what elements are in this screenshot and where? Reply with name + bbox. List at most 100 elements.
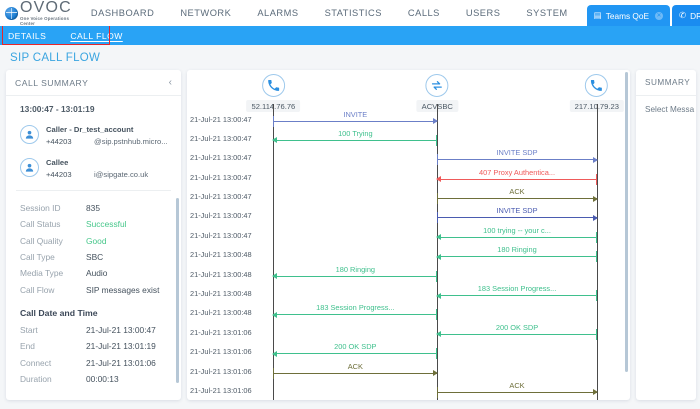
transfer-icon xyxy=(425,74,449,97)
message-summary-placeholder: Select Messa xyxy=(645,105,695,114)
ovoc-logo[interactable]: OVOC One Voice Operations Center xyxy=(0,0,72,26)
arrow-line xyxy=(273,275,438,277)
call-flow-scrollbar[interactable] xyxy=(624,72,628,372)
message-arrow[interactable]: ACK xyxy=(273,362,439,379)
lifeline-0 xyxy=(273,104,275,400)
message-arrow[interactable]: 183 Session Progress... xyxy=(272,303,438,321)
arrow-line xyxy=(273,139,438,141)
context-tab-dr-test-account[interactable]: ✆ DR_Test_Accou... ✕ xyxy=(672,5,700,26)
call-time-range: 13:00:47 - 13:01:19 xyxy=(20,104,95,114)
call-summary-scrollbar[interactable] xyxy=(175,198,179,383)
message-label: ACK xyxy=(509,380,525,390)
arrow-tick xyxy=(595,173,597,185)
context-tab-label: DR_Test_Accou... xyxy=(690,10,700,21)
arrow-line xyxy=(437,198,597,200)
message-row[interactable]: 21-Jul-21 13:00:48 183 Session Progress..… xyxy=(187,302,630,321)
message-arrow[interactable]: INVITE xyxy=(273,110,439,127)
arrow-head-icon xyxy=(592,389,598,396)
caller-row: Caller - Dr_test_account +44203 @sip.pst… xyxy=(6,120,181,153)
detail-key: Session ID xyxy=(20,203,61,214)
message-summary-header: SUMMARY xyxy=(636,70,696,96)
arrow-head-icon xyxy=(436,234,442,241)
arrow-line xyxy=(437,333,597,335)
top-navigation-bar: OVOC One Voice Operations Center DASHBOA… xyxy=(0,0,700,26)
detail-key: Media Type xyxy=(20,268,64,279)
avatar xyxy=(20,125,39,145)
message-arrow[interactable]: 407 Proxy Authentica... xyxy=(436,168,597,185)
message-arrow[interactable]: ACK xyxy=(437,187,598,205)
message-label: 180 Ringing xyxy=(335,264,376,274)
context-tab-teams-qoe[interactable]: ▤ Teams QoE ✕ xyxy=(586,5,671,26)
message-arrow[interactable]: 100 trying -- your c... xyxy=(436,226,597,243)
call-summary-panel: CALL SUMMARY ‹ 13:00:47 - 13:01:19 Calle… xyxy=(6,70,181,400)
arrow-head-icon xyxy=(436,253,442,260)
globe-icon xyxy=(5,6,18,20)
close-icon[interactable]: ✕ xyxy=(655,11,664,20)
message-row[interactable]: 21-Jul-21 13:01:06 200 OK SDP xyxy=(187,321,630,340)
nav-item-users[interactable]: USERS xyxy=(465,8,501,18)
datetime-row-start: Start 21-Jul-21 13:00:47 xyxy=(20,322,181,338)
arrow-tick xyxy=(595,328,597,340)
caller-uri: @sip.pstnhub.micro... xyxy=(94,136,168,146)
callee-uri: i@sipgate.co.uk xyxy=(94,169,149,179)
message-label: INVITE xyxy=(343,109,368,119)
grid-icon: ▤ xyxy=(593,10,602,21)
quality-badge: Good xyxy=(86,235,107,246)
message-label: ACK xyxy=(509,187,525,197)
message-arrow[interactable]: ACK xyxy=(437,381,598,398)
nav-item-statistics[interactable]: STATISTICS xyxy=(324,8,382,18)
message-row[interactable]: 21-Jul-21 13:01:07INVITE xyxy=(187,399,630,400)
nav-item-alarms[interactable]: ALARMS xyxy=(257,8,299,18)
message-arrow[interactable]: 183 Session Progress... xyxy=(436,284,597,302)
message-arrow[interactable]: 200 OK SDP xyxy=(436,323,597,340)
message-arrow[interactable]: 200 OK SDP xyxy=(272,342,438,360)
detail-key: Call Type xyxy=(20,252,55,263)
detail-row-call-quality: Call Quality Good xyxy=(20,233,181,249)
avatar xyxy=(20,158,39,178)
message-timestamp: 21-Jul-21 13:01:06 xyxy=(190,366,252,376)
caller-name: Caller - Dr_test_account xyxy=(46,125,134,134)
subnav-item-details[interactable]: DETAILS xyxy=(8,30,47,41)
nav-item-system[interactable]: SYSTEM xyxy=(526,8,568,18)
message-row[interactable]: 21-Jul-21 13:00:47 INVITE SDP xyxy=(187,205,630,224)
arrow-tick xyxy=(595,251,597,263)
nav-item-dashboard[interactable]: DASHBOARD xyxy=(90,8,155,18)
message-timestamp: 21-Jul-21 13:01:06 xyxy=(190,327,252,337)
callee-name: Callee xyxy=(46,158,69,168)
message-timestamp: 21-Jul-21 13:00:47 xyxy=(190,211,252,221)
message-summary-title: SUMMARY xyxy=(645,78,691,87)
message-label: 180 Ringing xyxy=(497,245,537,255)
nav-item-network[interactable]: NETWORK xyxy=(180,8,232,18)
nav-item-calls[interactable]: CALLS xyxy=(407,8,440,18)
detail-value: SIP messages exist xyxy=(86,284,160,295)
datetime-row-end: End 21-Jul-21 13:01:19 xyxy=(20,338,181,354)
datetime-key: End xyxy=(20,341,35,352)
arrow-line xyxy=(437,256,597,258)
arrow-tick xyxy=(437,154,439,166)
arrow-line xyxy=(437,391,597,393)
message-arrow[interactable]: INVITE SDP xyxy=(437,148,598,166)
message-timestamp: 21-Jul-21 13:00:48 xyxy=(190,308,252,318)
message-arrow[interactable]: 180 Ringing xyxy=(272,265,438,282)
chevron-left-icon[interactable]: ‹ xyxy=(168,77,172,88)
message-label: INVITE SDP xyxy=(496,206,538,216)
message-arrow[interactable]: 180 Ringing xyxy=(436,245,597,263)
message-row[interactable]: 21-Jul-21 13:01:06 ACK xyxy=(187,360,630,379)
message-arrow[interactable]: 100 Trying xyxy=(272,129,438,146)
context-tab-strip: ▤ Teams QoE ✕ ✆ DR_Test_Accou... ✕ xyxy=(586,0,700,26)
arrow-tick xyxy=(273,115,275,127)
subnav-item-call-flow[interactable]: CALL FLOW xyxy=(70,30,123,41)
message-arrow[interactable]: INVITE SDP xyxy=(437,206,598,224)
brand-tagline: One Voice Operations Center xyxy=(20,16,70,26)
